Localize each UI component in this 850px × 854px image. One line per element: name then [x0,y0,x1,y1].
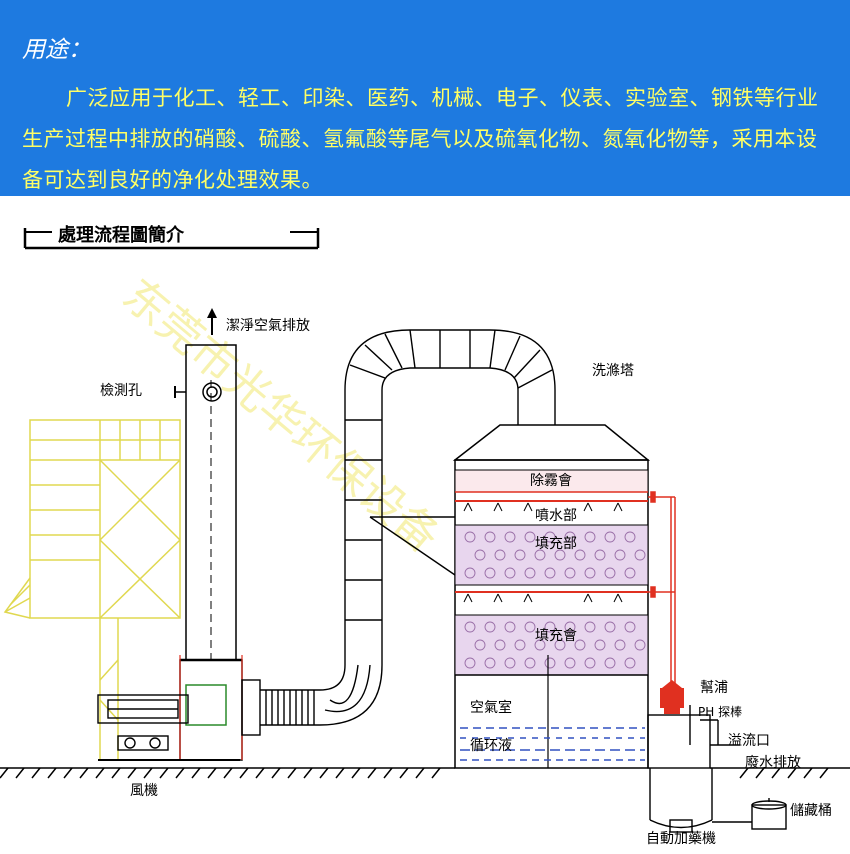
label-packing1: 填充部 [535,536,577,552]
inlet-duct [241,679,320,736]
connecting-duct [319,329,556,726]
label-waste-water: 廢水排放 [745,754,801,771]
label-storage: 儲藏桶 [790,803,832,819]
label-overflow: 溢流口 [728,733,770,749]
pump-icon [660,680,684,714]
label-tower: 洗滌塔 [592,363,634,379]
header-banner: 用途： 广泛应用于化工、轻工、印染、医药、机械、电子、仪表、实验室、钢铁等行业生… [0,0,850,196]
up-arrow-icon [207,308,217,335]
label-packing2: 填充會 [535,628,577,644]
label-detect-hole: 檢測孔 [100,382,142,399]
diagram-title: 處理流程圖簡介 [58,224,185,246]
label-spray: 噴水部 [535,508,577,524]
storage-tank [712,798,787,830]
label-pump: 幫浦 [700,680,728,696]
usage-title: 用途： [22,37,91,63]
label-demister: 除霧會 [530,473,572,489]
label-air-room: 空氣室 [470,699,512,716]
svg-text:东莞市光华环保设备: 东莞市光华环保设备 [113,269,449,563]
ground-line [0,767,829,779]
label-ph-probe: PH 探棒 [698,705,742,719]
scrubber-tower [452,424,651,769]
fan-unit [97,694,240,761]
label-clean-air: 潔淨空氣排放 [226,318,310,334]
watermark: 东莞市光华环保设备 [113,269,449,563]
label-auto-dosing: 自動加藥機 [646,831,716,847]
diagram-title-box: 處理流程圖簡介 [23,224,320,250]
label-circulation: 循环液 [470,738,512,754]
feed-pipes [648,491,676,690]
diagram-labels: 潔淨空氣排放 檢測孔 洗滌塔 除霧會 噴水部 填充部 填充會 空氣室 循环液 幫… [100,318,832,847]
collection-hood [3,419,181,760]
process-diagram: 處理流程圖簡介 东莞市光华环保设备 [0,196,850,850]
label-fan: 風機 [130,783,158,799]
usage-description: 广泛应用于化工、轻工、印染、医药、机械、电子、仪表、实验室、钢铁等行业生产过程中… [22,86,819,192]
process-flow-svg: 處理流程圖簡介 东莞市光华环保设备 [0,224,850,847]
